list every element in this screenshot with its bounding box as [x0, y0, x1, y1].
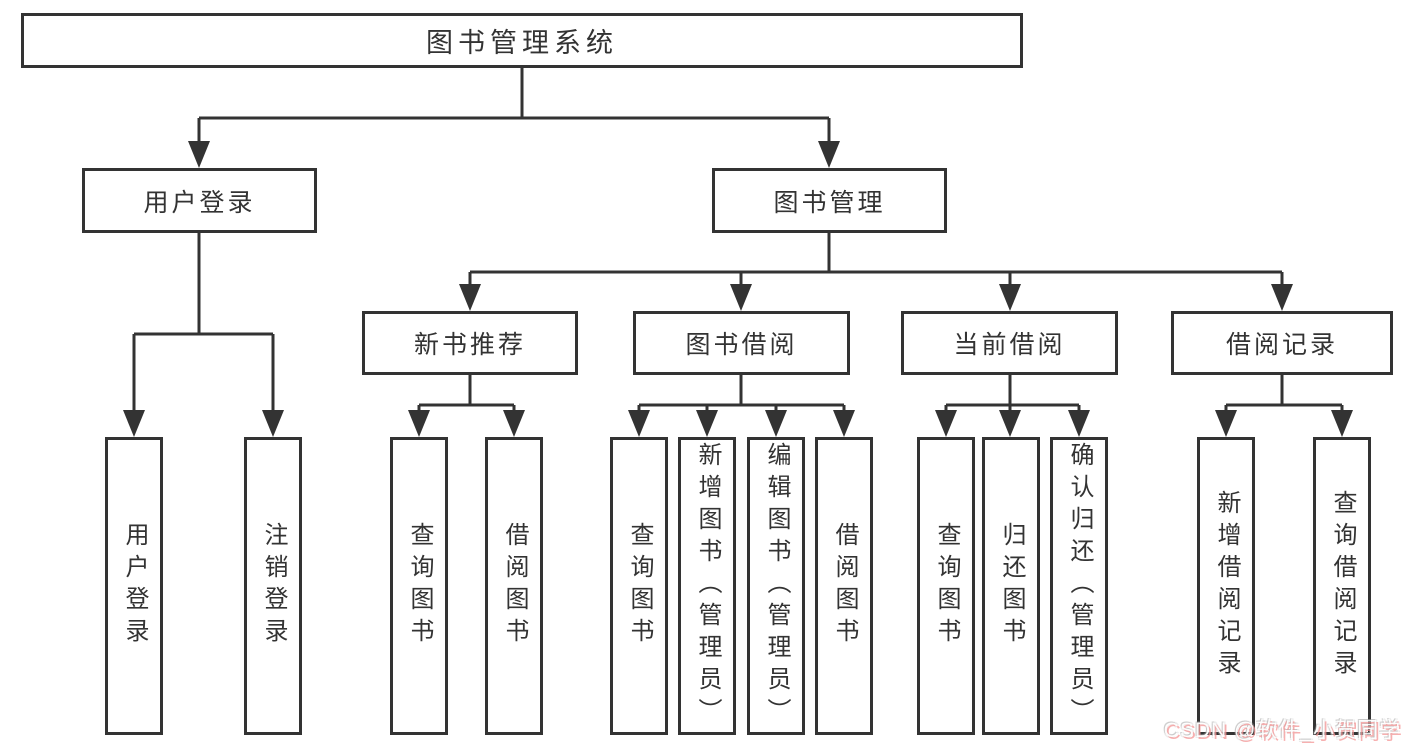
- node-label: 新书推荐: [413, 331, 526, 359]
- node-label: 用户登录: [143, 188, 256, 217]
- leaf-label: 查询图书: [406, 522, 433, 650]
- leaf-add-books-admin: 新增图书（管理员）: [678, 437, 736, 735]
- leaf-label: 借阅图书: [501, 522, 528, 650]
- node-user-login: 用户登录: [82, 168, 317, 233]
- leaf-label: 确认归还（管理员）: [1066, 442, 1093, 730]
- csdn-watermark: CSDN @软件_小贺同学: [1163, 719, 1401, 742]
- node-label: 图书管理: [773, 188, 886, 217]
- leaf-label: 查询借阅记录: [1329, 490, 1356, 682]
- leaf-label: 新增图书（管理员）: [694, 442, 721, 730]
- leaf-add-borrow-record: 新增借阅记录: [1197, 437, 1255, 735]
- leaf-user-login: 用户登录: [105, 437, 163, 735]
- leaf-label: 查询图书: [626, 522, 653, 650]
- leaf-logout-login: 注销登录: [244, 437, 302, 735]
- leaf-label: 用户登录: [121, 522, 148, 650]
- node-label: 图书管理系统: [426, 28, 618, 58]
- leaf-recommend-borrow-books: 借阅图书: [485, 437, 543, 735]
- leaf-edit-books-admin: 编辑图书（管理员）: [747, 437, 805, 735]
- node-book-borrowing: 图书借阅: [633, 311, 850, 375]
- node-label: 图书借阅: [685, 331, 798, 359]
- leaf-return-books: 归还图书: [982, 437, 1040, 735]
- leaf-label: 新增借阅记录: [1213, 490, 1240, 682]
- node-library-management-system: 图书管理系统: [21, 13, 1023, 68]
- leaf-label: 注销登录: [260, 522, 287, 650]
- leaf-recommend-query-books: 查询图书: [390, 437, 448, 735]
- leaf-confirm-return-admin: 确认归还（管理员）: [1050, 437, 1108, 735]
- leaf-borrowing-borrow-books: 借阅图书: [815, 437, 873, 735]
- leaf-label: 编辑图书（管理员）: [763, 442, 790, 730]
- node-current-borrowing: 当前借阅: [901, 311, 1118, 375]
- leaf-current-query-books: 查询图书: [917, 437, 975, 735]
- arrowheads: [123, 141, 1353, 437]
- leaf-label: 归还图书: [998, 522, 1025, 650]
- leaf-label: 借阅图书: [831, 522, 858, 650]
- node-borrowing-records: 借阅记录: [1171, 311, 1393, 375]
- node-new-book-recommendation: 新书推荐: [362, 311, 578, 375]
- leaf-borrowing-query-books: 查询图书: [610, 437, 668, 735]
- node-label: 借阅记录: [1225, 331, 1338, 359]
- node-label: 当前借阅: [953, 331, 1066, 359]
- leaf-query-borrow-record: 查询借阅记录: [1313, 437, 1371, 735]
- node-book-management: 图书管理: [712, 168, 947, 233]
- leaf-label: 查询图书: [933, 522, 960, 650]
